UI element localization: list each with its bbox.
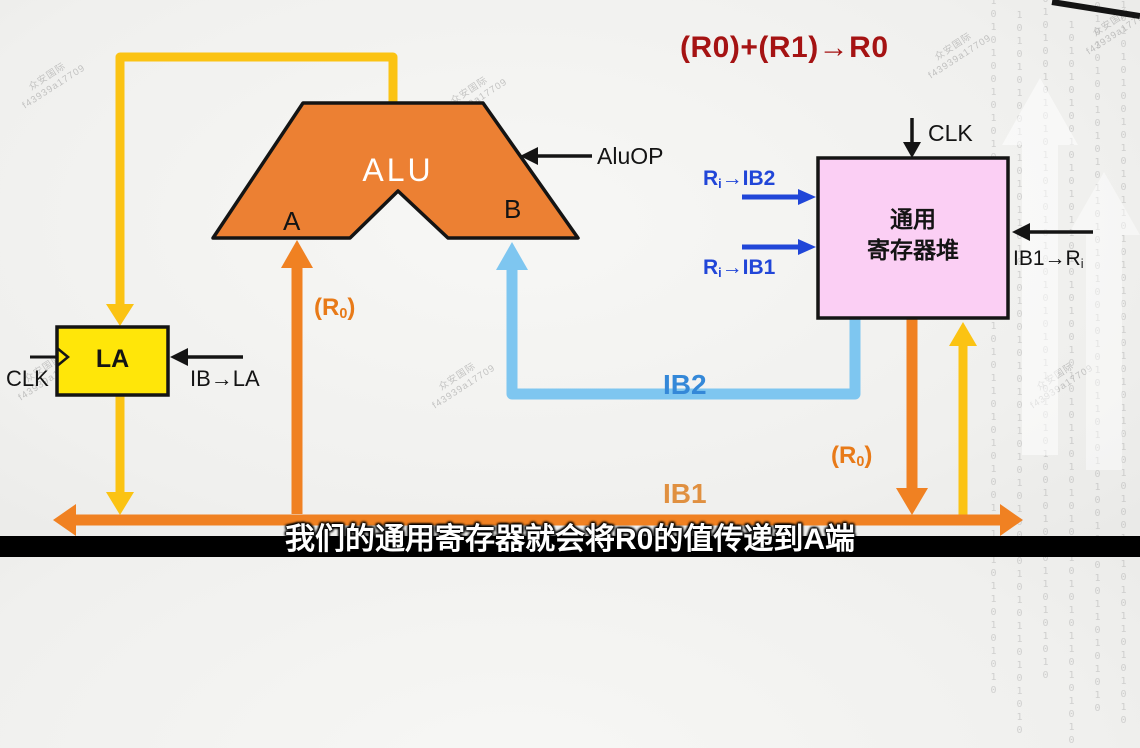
la-clock-triangle: [56, 347, 70, 367]
alu-shape: [211, 101, 580, 240]
register-clk-label: CLK: [928, 120, 973, 146]
read-arrow-ib1: [742, 239, 816, 255]
cropped-pointer-line: [1051, 0, 1140, 19]
r0-label-right: (R0): [831, 442, 873, 471]
register-clk-arrow: [903, 118, 921, 158]
alu-port-b-label: B: [504, 194, 522, 224]
la-box: [55, 325, 170, 397]
r0-label-left: (R0): [314, 294, 356, 323]
binary-background-column: 1010101001010101101010100101010110101010…: [1066, 20, 1077, 748]
register-file-label: 通用 寄存器堆: [867, 206, 959, 263]
write-port-label: IB1→Ri: [1013, 247, 1084, 271]
yellow-la-to-bus-arrow: [106, 396, 134, 515]
aluop-label: AluOP: [597, 143, 664, 169]
ib-la-label: IB→LA: [190, 366, 260, 391]
subtitle: 我们的通用寄存器就会将R0的值传递到A端: [284, 523, 855, 556]
binary-background-column: 1010101001010101101010100101010110101010…: [1118, 0, 1129, 728]
orange-register-to-bus-arrow: [896, 318, 928, 515]
write-arrow: [1012, 223, 1093, 241]
read-arrow-ib2: [742, 189, 816, 205]
ib-la-arrow: [170, 348, 243, 366]
read-port-ib2-label: Ri→IB2: [703, 167, 776, 191]
datapath-diagram: [30, 0, 1140, 536]
register-file-box: [816, 156, 1010, 320]
la-label: LA: [95, 345, 130, 373]
background-up-arrow: [1068, 172, 1140, 470]
blue-ib2-path: [496, 242, 861, 400]
background-up-arrow: [1002, 78, 1078, 455]
la-clk-label: CLK: [6, 366, 49, 391]
alu-port-a-label: A: [283, 206, 301, 236]
ib1-bus-label: IB1: [663, 478, 707, 509]
operation-expression: (R0)+(R1)→R0: [680, 31, 889, 64]
yellow-alu-to-la-path: [106, 52, 398, 326]
binary-background-column: 1010101001010101101010100101010110101010…: [1014, 10, 1025, 738]
ib1-bus: [53, 504, 1023, 536]
orange-bus-to-a-arrow: [281, 240, 313, 514]
aluop-arrow: [520, 147, 592, 165]
binary-background-column: 1010101001010101101010100101010110101010…: [1092, 0, 1103, 716]
read-port-ib1-label: Ri→IB1: [703, 256, 776, 280]
subtitle-bar: [0, 536, 1140, 557]
yellow-bus-to-register-arrow: [949, 322, 977, 515]
alu-label: ALU: [362, 152, 434, 188]
binary-background-column: 1010101001010101101010100101010110101010…: [988, 0, 999, 698]
ib2-bus-label: IB2: [663, 369, 707, 400]
